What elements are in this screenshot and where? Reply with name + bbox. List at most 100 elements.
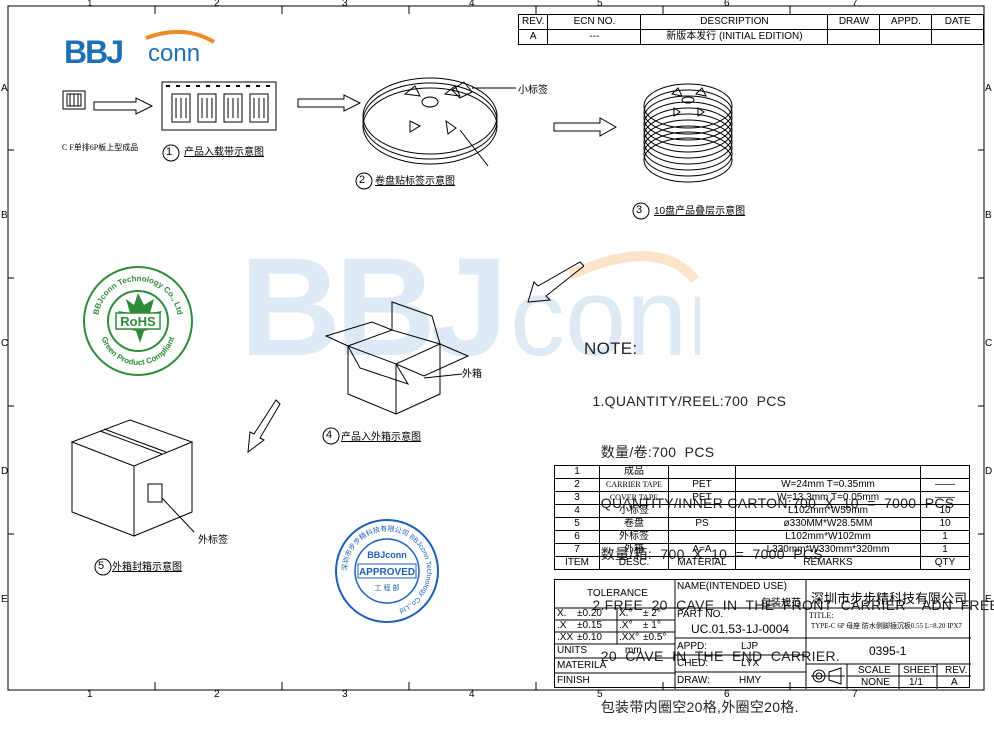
bom-qty	[920, 465, 970, 479]
tol-angle-value: ±0.5°	[643, 632, 667, 643]
ecn-header: ECN NO.	[547, 14, 642, 30]
bom-header: DESC.	[599, 556, 669, 570]
bom-qty: 10	[920, 504, 970, 518]
notes-title: NOTE:	[584, 339, 638, 358]
bom-material: PS	[668, 517, 736, 531]
step-number: 2	[359, 174, 366, 186]
bom-desc: 成品	[599, 465, 669, 479]
rev-label: REV.	[945, 665, 968, 676]
logo-text-blue: BBJ	[64, 34, 124, 70]
bom-desc: CARRIER TAPE	[599, 478, 669, 492]
carrier-tape-icon	[161, 81, 277, 131]
date-header: DATE	[931, 14, 984, 30]
units-value: mm	[625, 645, 642, 656]
name-label: NAME(INTENDED USE)	[677, 581, 788, 592]
bom-header: ITEM	[554, 556, 600, 570]
step-number-circle	[355, 172, 373, 190]
sheet-label: SHEET	[903, 665, 937, 676]
zone-number: 6	[724, 0, 730, 9]
step-number-circle	[632, 202, 650, 220]
zone-number: 3	[342, 0, 348, 9]
sealed-carton-icon	[70, 419, 195, 537]
name-value: 包装规范	[761, 598, 801, 609]
tol-angle: .XX°	[619, 632, 640, 643]
connector-icon	[62, 90, 86, 110]
step-label: 产品入外箱示意图	[341, 432, 421, 443]
draw-value	[827, 29, 881, 45]
bom-item: 7	[554, 543, 600, 557]
scale-value: NONE	[861, 677, 890, 688]
tol-x-value: ±0.20	[577, 608, 602, 619]
bom-material	[668, 504, 736, 518]
bom-material: PET	[668, 491, 736, 505]
zone-number: 2	[214, 0, 220, 9]
tol-angle: X.°	[619, 608, 633, 619]
outer-label-callout: 外标签	[198, 535, 228, 546]
zone-number: 1	[87, 689, 93, 700]
ched-label: CHED:	[677, 658, 709, 669]
reel-stack-icon	[643, 83, 733, 183]
label-callout: 小标签	[518, 85, 548, 96]
projection-symbol-icon	[811, 667, 845, 685]
arrow-right-icon	[553, 117, 618, 137]
step-number: 5	[98, 560, 105, 572]
arrow-right-icon	[297, 94, 362, 112]
reel-icon	[362, 77, 516, 167]
step-number: 4	[326, 429, 333, 441]
bom-desc: 卷盘	[599, 517, 669, 531]
zone-letter: E	[985, 594, 992, 605]
drawing-frame	[7, 5, 985, 691]
zone-letter: E	[1, 594, 8, 605]
zone-letter: B	[1, 210, 8, 221]
zone-number: 5	[597, 0, 603, 9]
bom-desc: 外箱	[599, 543, 669, 557]
seal-sub: 工 程 部	[375, 583, 400, 592]
appd-value	[879, 29, 933, 45]
bom-remarks: L102mm*W59mm	[735, 504, 921, 518]
appd-label: APPD:	[677, 641, 708, 652]
bom-qty: ——	[920, 478, 970, 492]
zone-letter: C	[985, 338, 993, 349]
ched-value: LYX	[741, 658, 760, 669]
svg-text:BBJ: BBJ	[240, 235, 502, 385]
bom-material: A=A	[668, 543, 736, 557]
bom-desc: 小标签	[599, 504, 669, 518]
bom-header: REMARKS	[735, 556, 921, 570]
seal-logo: BBJconn	[367, 550, 407, 560]
bom-remarks: L330mm*W330mm*320mm	[735, 543, 921, 557]
material-label: MATERILA	[557, 660, 607, 671]
bom-header: MATERIAL	[668, 556, 736, 570]
bom-item: 2	[554, 478, 600, 492]
step-number: 1	[166, 146, 173, 158]
tol-x-value: ±0.15	[577, 620, 602, 631]
zone-letter: A	[1, 83, 8, 94]
step-number: 3	[636, 204, 643, 216]
scale-label: SCALE	[858, 665, 891, 676]
bom-item: 3	[554, 491, 600, 505]
zone-number: 1	[87, 0, 93, 9]
note-line: 1.QUANTITY/REEL:700 PCS	[584, 393, 787, 409]
zone-letter: B	[985, 210, 992, 221]
rev-header: REV.	[517, 14, 549, 30]
product-caption: C F单排6P板上型成品	[62, 143, 139, 152]
svg-text:conn: conn	[510, 256, 700, 379]
bom-item: 4	[554, 504, 600, 518]
watermark-logo: BBJ conn	[240, 235, 700, 385]
bom-remarks: ø330MM*W28.5MM	[735, 517, 921, 531]
description-header: DESCRIPTION	[640, 14, 829, 30]
step-label: 产品入载带示意图	[184, 147, 264, 158]
zone-number: 7	[852, 689, 858, 700]
zone-number: 7	[852, 0, 858, 9]
bom-qty: 10	[920, 517, 970, 531]
zone-letter: D	[1, 466, 9, 477]
note-line: 2.FREE 20 CAVE IN THE FRONT CARRIER ADN …	[584, 597, 994, 613]
rohs-center-text: RoHS	[120, 314, 156, 329]
step-label: 外箱封箱示意图	[112, 562, 182, 573]
zone-letter: A	[985, 83, 992, 94]
arrow-right-icon	[93, 97, 154, 115]
bom-item: 5	[554, 517, 600, 531]
rev-value: A	[517, 29, 549, 45]
finish-label: FINISH	[557, 675, 590, 686]
bom-material: PET	[668, 478, 736, 492]
appd-header: APPD.	[879, 14, 933, 30]
